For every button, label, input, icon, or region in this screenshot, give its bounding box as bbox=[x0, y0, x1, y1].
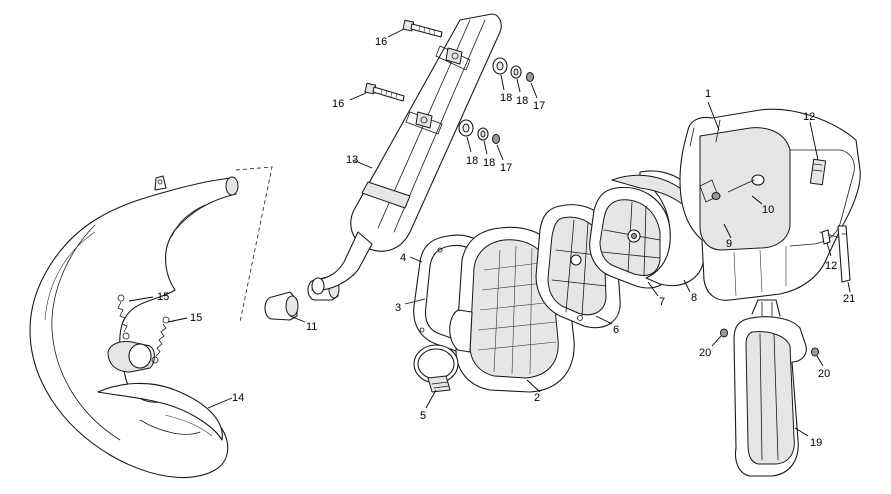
callout-13: 13 bbox=[346, 154, 358, 166]
intake-duct-part bbox=[733, 299, 807, 477]
callout-6: 6 bbox=[613, 324, 619, 336]
callout-20-left: 20 bbox=[699, 347, 711, 359]
exhaust-pipe-part bbox=[29, 175, 239, 479]
callout-18-lower-b: 18 bbox=[483, 157, 495, 169]
callout-12-top: 12 bbox=[803, 111, 815, 123]
leader-lines bbox=[128, 28, 851, 437]
air-box-part bbox=[679, 108, 861, 301]
callout-18-upper-a: 18 bbox=[500, 92, 512, 104]
callout-17-lower: 17 bbox=[500, 162, 512, 174]
callout-8: 8 bbox=[691, 292, 697, 304]
callout-12-bottom: 12 bbox=[825, 260, 837, 272]
callout-15-b: 15 bbox=[190, 312, 202, 324]
callout-7: 7 bbox=[659, 296, 665, 308]
silencer-part bbox=[311, 13, 502, 295]
intake-clip-part bbox=[809, 158, 831, 245]
retaining-strap-part bbox=[837, 225, 851, 283]
callout-2: 2 bbox=[534, 392, 540, 404]
callout-16-lower: 16 bbox=[332, 98, 344, 110]
bolt-part-lower bbox=[364, 82, 405, 102]
callout-21: 21 bbox=[843, 293, 855, 305]
callout-labels: 1 2 3 4 5 6 7 8 9 10 11 12 12 13 14 15 1… bbox=[157, 36, 855, 449]
washer-and-nut-set-upper bbox=[492, 57, 534, 82]
callout-20-right: 20 bbox=[818, 368, 830, 380]
callout-11: 11 bbox=[306, 321, 317, 333]
air-filter-part bbox=[589, 186, 673, 289]
alignment-dashed-line bbox=[235, 166, 273, 323]
screw-20-a bbox=[720, 328, 728, 338]
callout-17-upper: 17 bbox=[533, 100, 545, 112]
spring-part-b bbox=[151, 316, 170, 364]
bolt-part-upper bbox=[402, 19, 443, 38]
callout-14: 14 bbox=[232, 392, 244, 404]
callout-4: 4 bbox=[400, 252, 406, 264]
callout-18-lower-a: 18 bbox=[466, 155, 478, 167]
callout-16-upper: 16 bbox=[375, 36, 387, 48]
callout-19: 19 bbox=[810, 437, 822, 449]
callout-1: 1 bbox=[705, 88, 711, 100]
callout-9: 9 bbox=[726, 238, 732, 250]
callout-10: 10 bbox=[762, 204, 774, 216]
callout-18-upper-b: 18 bbox=[516, 95, 528, 107]
screw-20-b bbox=[811, 347, 819, 357]
hose-clamp-part bbox=[413, 344, 459, 393]
spring-part-a bbox=[117, 294, 130, 340]
washer-and-nut-set-lower bbox=[458, 119, 500, 144]
callout-5: 5 bbox=[420, 410, 426, 422]
callout-3: 3 bbox=[395, 302, 401, 314]
callout-15-a: 15 bbox=[157, 291, 169, 303]
